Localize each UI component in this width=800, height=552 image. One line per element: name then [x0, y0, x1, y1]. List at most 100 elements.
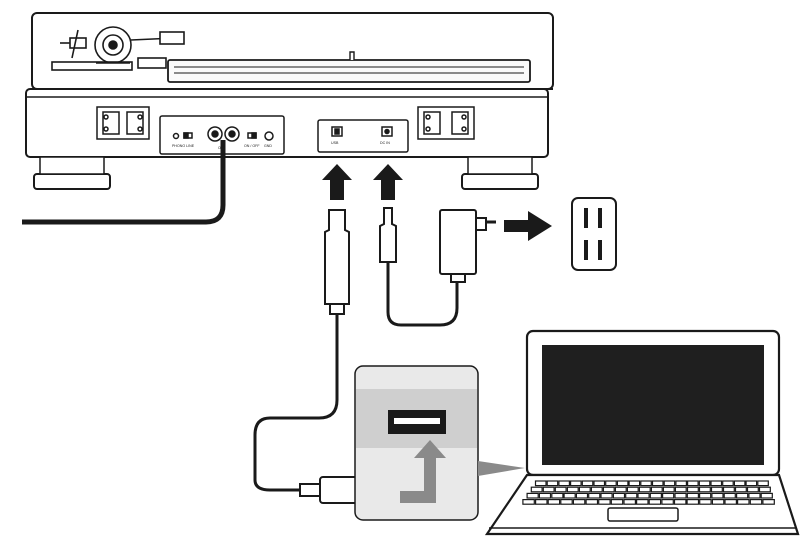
keyboard-key: [546, 480, 559, 487]
label-dc-in: DC IN: [380, 141, 390, 145]
keyboard-key: [699, 499, 712, 505]
keyboard-key: [547, 499, 561, 505]
foot-left: [33, 173, 111, 190]
keyboard-key: [612, 492, 626, 499]
dc-plug: [379, 207, 397, 263]
keyboard-key: [686, 492, 699, 499]
keyboard-key: [686, 480, 699, 487]
keyboard-key: [710, 480, 723, 487]
keyboard-key: [551, 492, 564, 499]
gnd-terminal[interactable]: [264, 131, 274, 141]
usb-b-plug: [324, 209, 350, 305]
laptop: [484, 329, 800, 536]
keyboard-key: [674, 492, 687, 499]
keyboard-key: [722, 480, 734, 487]
keyboard-key: [650, 486, 663, 493]
keyboard-key: [628, 480, 641, 487]
keyboard-key: [605, 480, 617, 487]
keyboard-key: [663, 480, 676, 487]
keyboard-key: [593, 480, 606, 487]
keyboard-key: [581, 480, 594, 487]
keyboard-key: [722, 486, 735, 493]
arrow-to-wall-outlet: [504, 211, 552, 241]
keyboard-key: [566, 486, 579, 493]
foot-right: [461, 173, 539, 190]
keyboard-key: [711, 492, 724, 499]
keyboard-key: [560, 499, 573, 505]
arrow-into-computer-port: [400, 440, 446, 503]
keyboard-key: [616, 480, 629, 487]
usb-port-inset: [354, 365, 525, 521]
keyboard-key: [673, 499, 687, 505]
keyboard-key: [662, 486, 675, 493]
arrow-into-usb-port: [322, 164, 352, 200]
label-usb: USB: [331, 141, 339, 145]
keyboard-key: [554, 486, 567, 493]
keyboard-key: [686, 486, 699, 493]
label-gnd: GND: [264, 144, 272, 148]
keyboard-key: [746, 486, 759, 493]
wall-outlet: [571, 197, 617, 271]
rear-panel-left: [159, 115, 285, 155]
keyboard-key: [749, 499, 763, 505]
keyboard-key: [585, 499, 599, 505]
keyboard-key: [530, 486, 543, 493]
keyboard-key: [758, 486, 771, 493]
keyboard-key: [698, 492, 712, 499]
keyboard-key: [602, 486, 615, 493]
hinge-left: [96, 106, 150, 140]
keyboard-key: [522, 499, 535, 505]
keyboard-key: [588, 492, 601, 499]
keyboard-key: [735, 492, 749, 499]
keyboard-key: [698, 486, 711, 493]
keyboard-key: [686, 499, 700, 505]
keyboard-key: [534, 480, 547, 487]
keyboard-key: [626, 486, 639, 493]
keyboard-key: [661, 499, 674, 505]
laptop-screen: [542, 345, 764, 465]
keyboard-key: [578, 486, 591, 493]
keyboard-key: [526, 492, 539, 499]
keyboard-key: [757, 480, 769, 487]
keyboard-key: [635, 499, 649, 505]
label-phono-line: PHONO LINE: [172, 144, 195, 148]
keyboard-key: [760, 492, 773, 499]
keyboard-key: [745, 480, 758, 487]
keyboard-key: [563, 492, 576, 499]
keyboard-key: [711, 499, 725, 505]
keyboard-key: [723, 492, 736, 499]
keyboard-key: [649, 492, 662, 499]
power-adapter-body: [439, 209, 477, 275]
keyboard-key: [614, 486, 627, 493]
hinge-right: [417, 106, 475, 140]
keyboard-key: [538, 492, 552, 499]
ac-adapter: [379, 207, 496, 327]
keyboard-key: [640, 480, 652, 487]
keyboard-key: [610, 499, 624, 505]
tonearm: [51, 26, 185, 71]
laptop-trackpad: [607, 507, 679, 522]
plinth: [25, 88, 549, 158]
turntable: [25, 12, 554, 190]
keyboard-key: [575, 492, 589, 499]
keyboard-key: [648, 499, 662, 505]
keyboard-key: [638, 486, 651, 493]
keyboard-key: [675, 480, 688, 487]
platter: [167, 59, 531, 83]
laptop-keyboard: [522, 480, 775, 505]
keyboard-key: [542, 486, 555, 493]
keyboard-key: [558, 480, 571, 487]
keyboard-key: [651, 480, 664, 487]
keyboard-key: [661, 492, 675, 499]
rear-panel-right: [317, 119, 409, 153]
keyboard-key: [698, 480, 711, 487]
keyboard-key: [733, 480, 746, 487]
keyboard-key: [674, 486, 687, 493]
keyboard-key: [534, 499, 548, 505]
keyboard-key: [600, 492, 613, 499]
keyboard-key: [748, 492, 761, 499]
keyboard-key: [736, 499, 750, 505]
arrow-into-dc-in: [373, 164, 403, 200]
keyboard-key: [734, 486, 747, 493]
